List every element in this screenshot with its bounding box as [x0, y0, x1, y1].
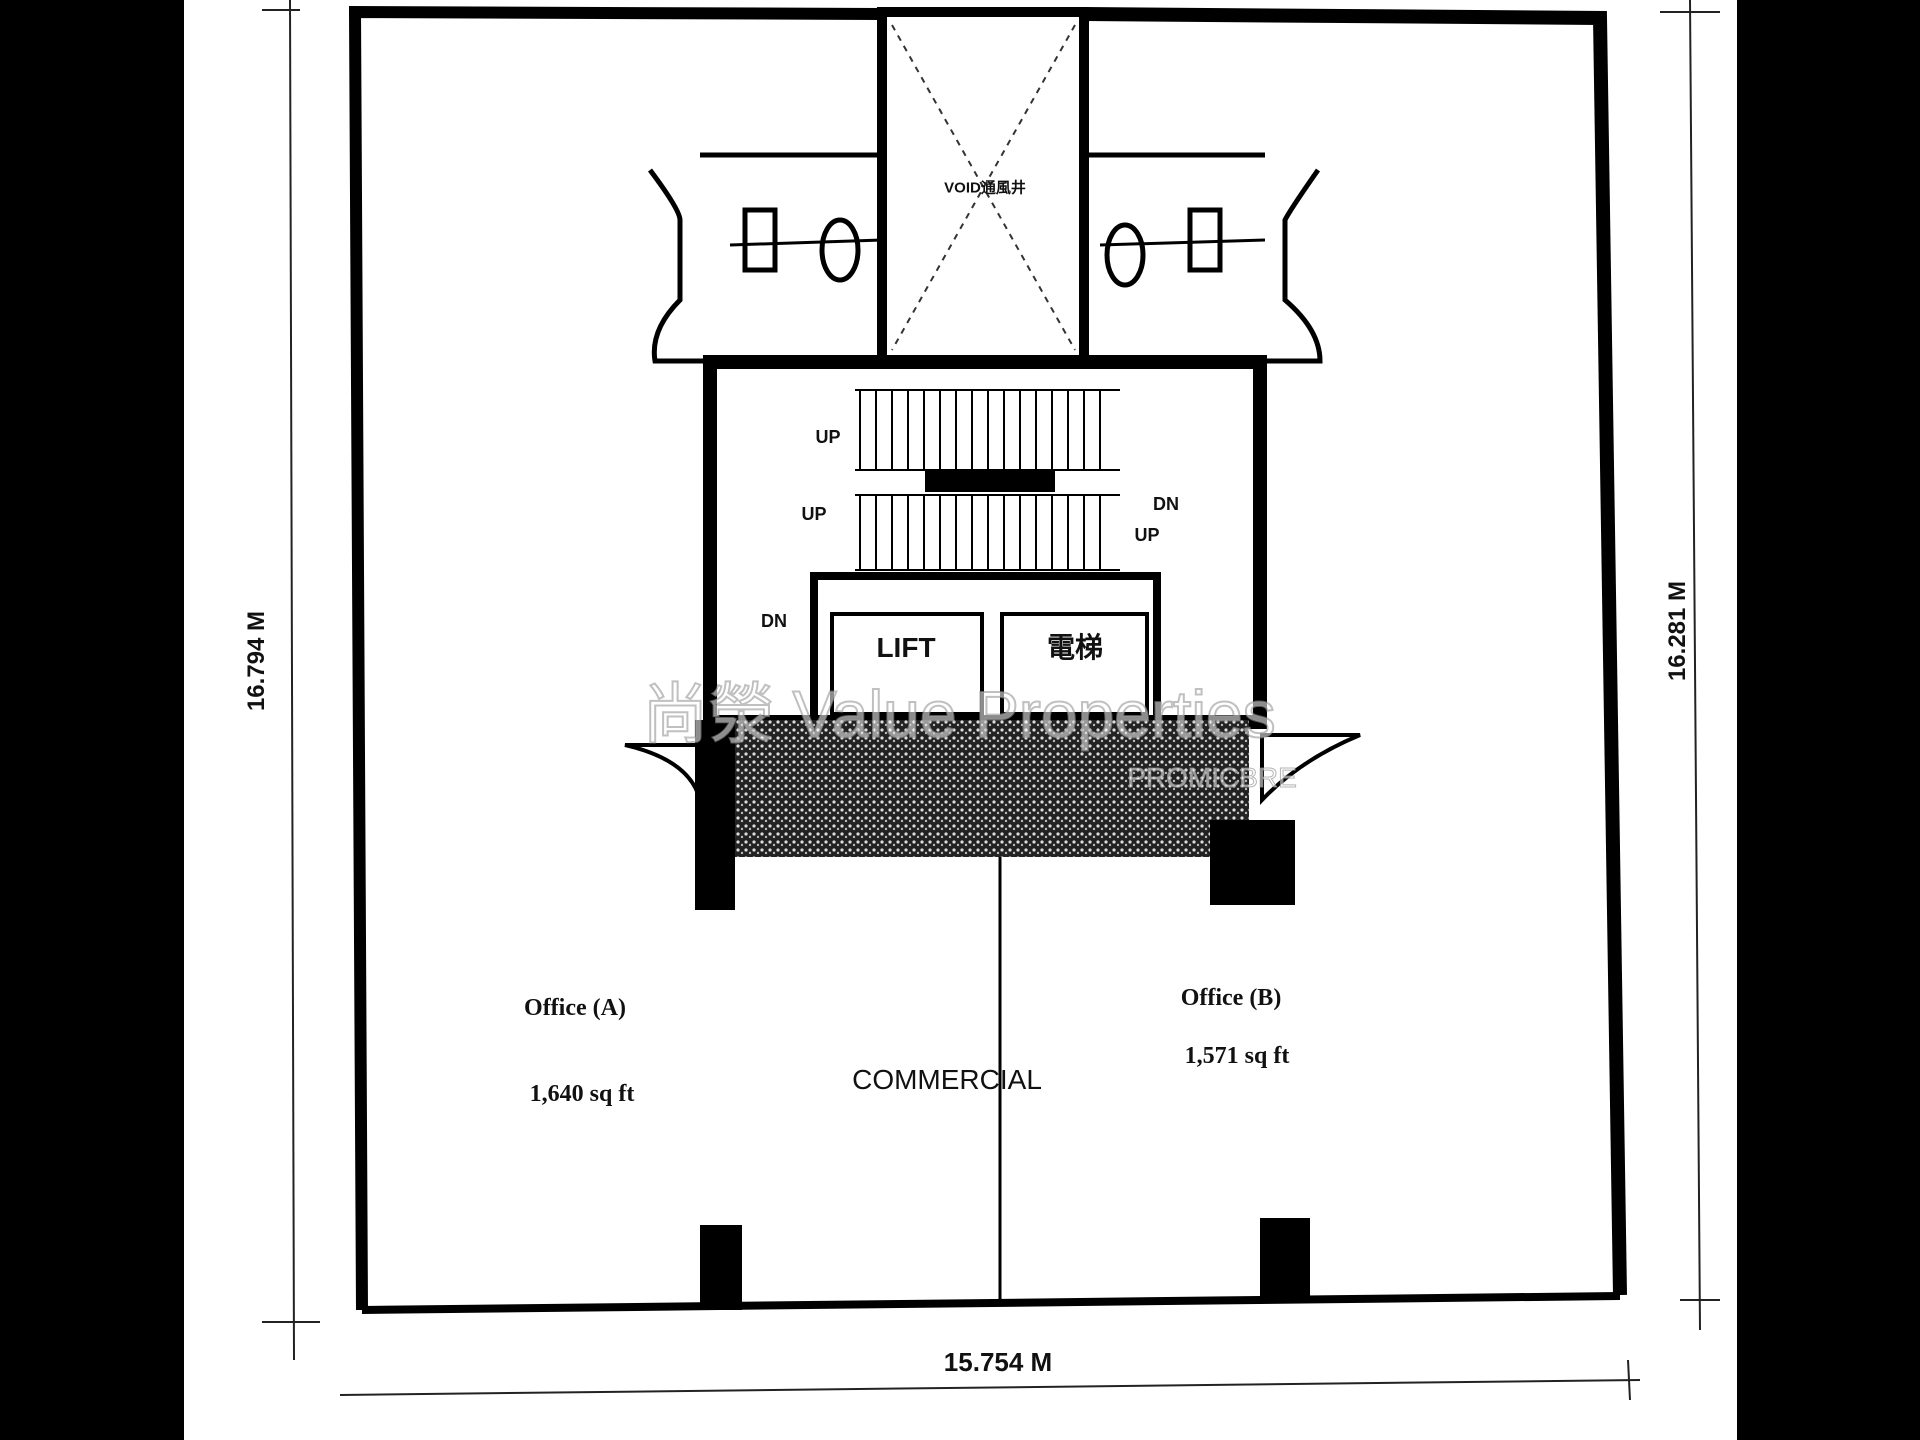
lift-label-chinese: 電梯	[1046, 632, 1104, 663]
dimension-bottom: 15.754 M	[943, 1347, 1053, 1377]
watermark: 尚滎 Value Properties	[641, 677, 1276, 751]
lift-label: LIFT	[876, 632, 936, 663]
office-a-area: 1,640 sq ft	[529, 1081, 635, 1107]
toilets	[647, 152, 1323, 364]
dimension-left: 16.794 M	[243, 610, 270, 712]
stair-up-label: UP	[1134, 525, 1160, 545]
office-b-name: Office (B)	[1180, 985, 1282, 1011]
dimension-lines	[262, 0, 1720, 1401]
stair-down-label: DN	[761, 611, 787, 631]
outer-walls	[348, 5, 1627, 1314]
office-a-name: Office (A)	[524, 995, 626, 1021]
stair-up-label: UP	[815, 427, 841, 447]
building-core	[624, 355, 1361, 910]
stair-up-label: UP	[801, 504, 827, 524]
watermark-sub: PROMICBRE	[1127, 762, 1298, 793]
stair-down-label: DN	[1153, 494, 1179, 514]
office-b-area: 1,571 sq ft	[1184, 1043, 1290, 1069]
columns	[700, 857, 1310, 1310]
dimension-right: 16.281 M	[1664, 580, 1691, 682]
void-label: VOID通風井	[944, 179, 1026, 197]
commercial-label: COMMERCIAL	[852, 1064, 1042, 1095]
